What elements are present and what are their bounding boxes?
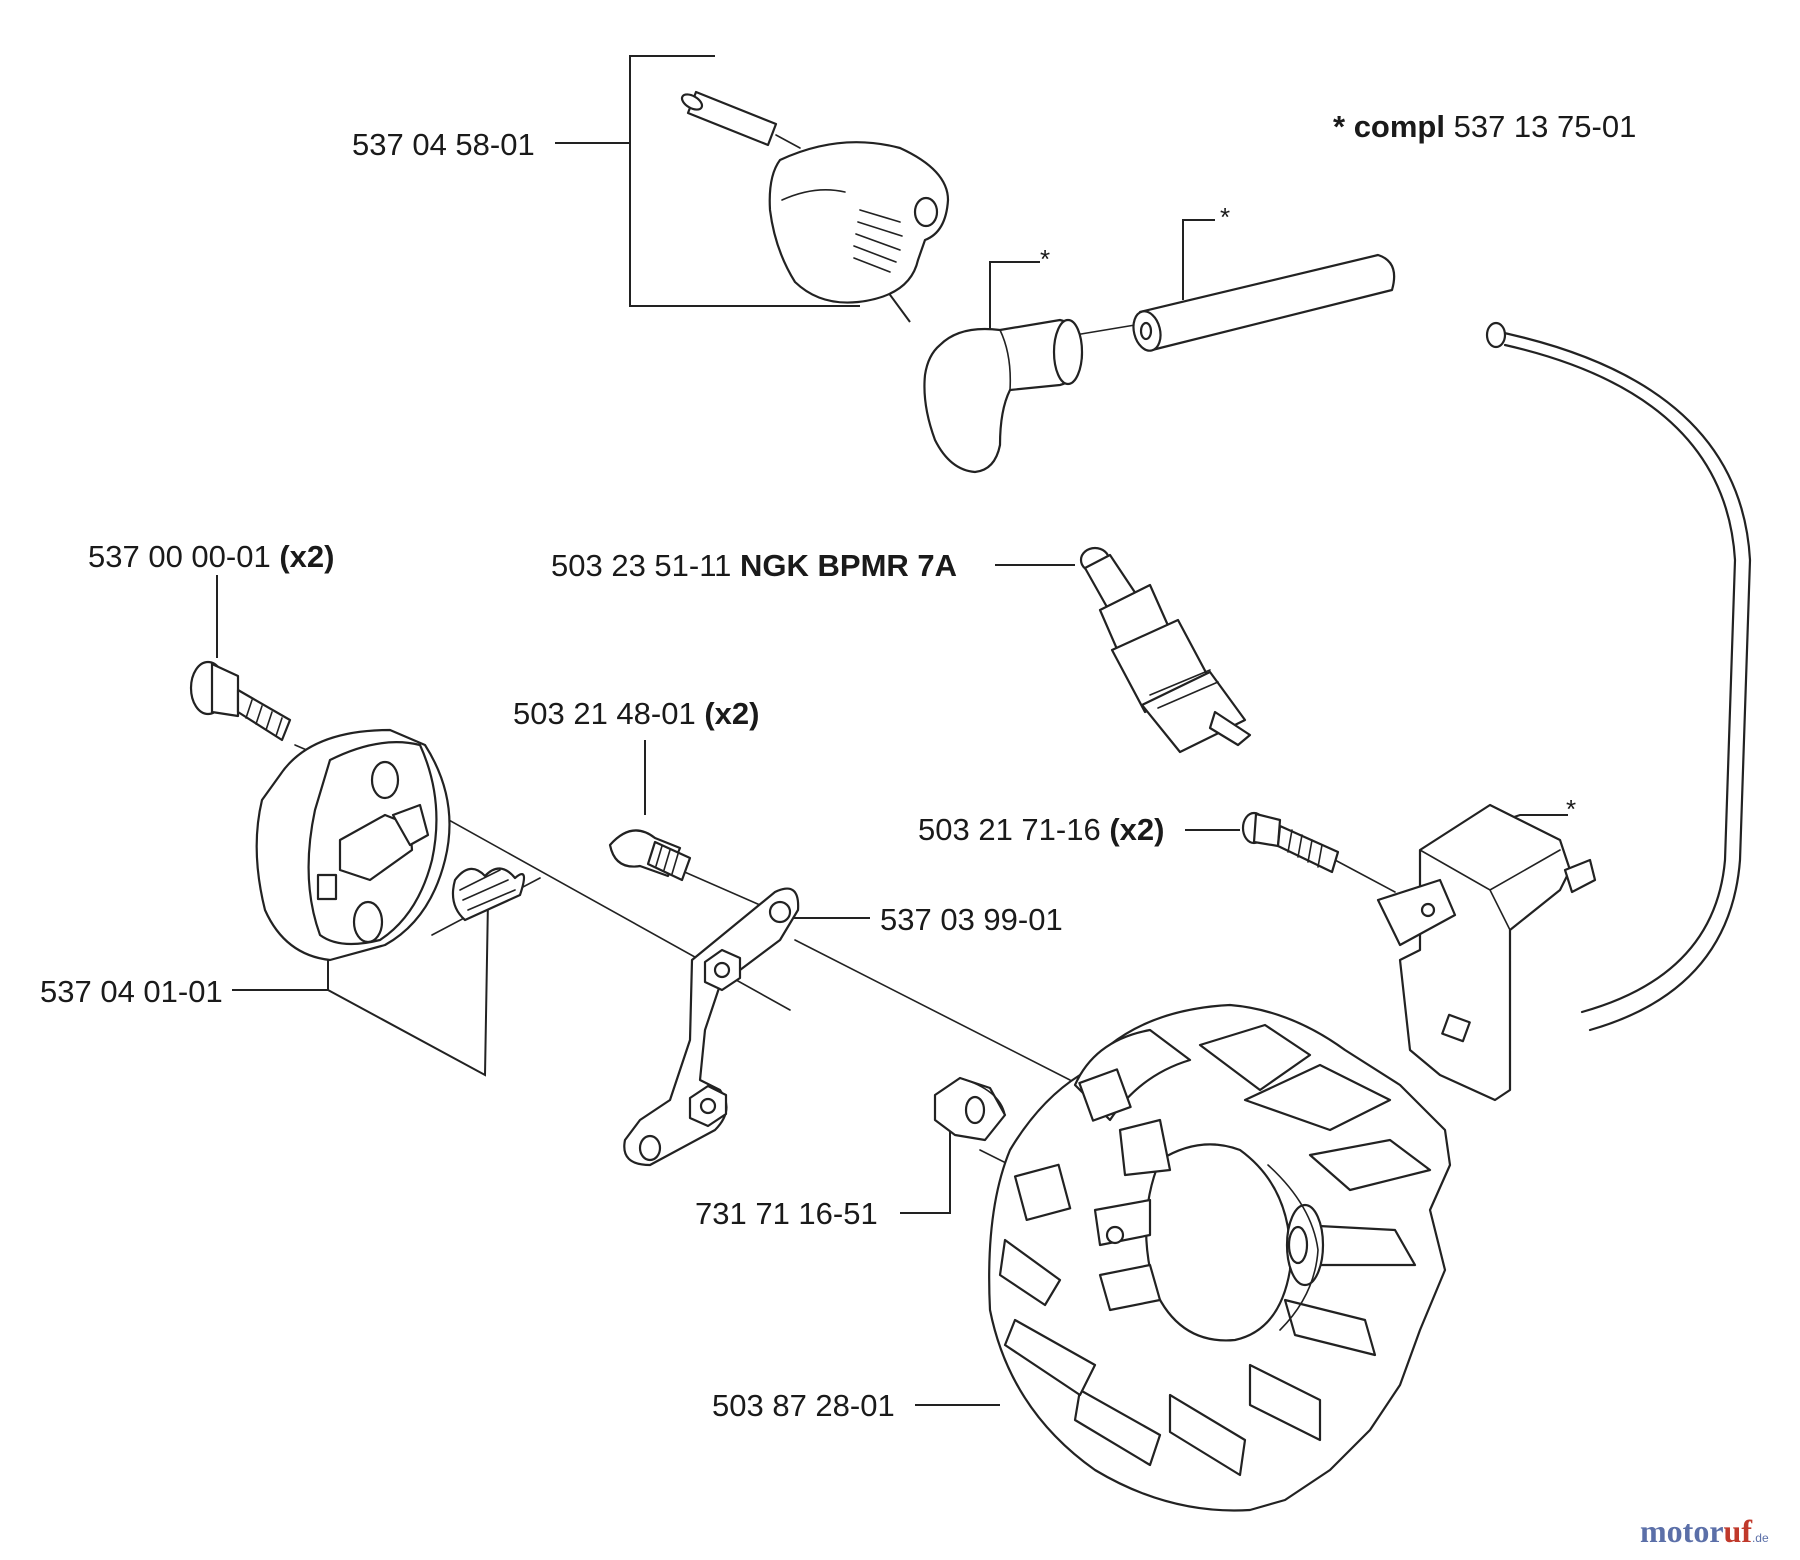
label-compl: * compl 537 13 75-01: [1333, 109, 1636, 144]
label-screw-module: 503 21 71-16 (x2): [918, 812, 1164, 847]
label-nut: 731 71 16-51: [695, 1196, 878, 1231]
spark-plug-icon: [1079, 546, 1252, 754]
ignition-module-icon: [1376, 803, 1597, 1102]
spark-plug-boot-icon: [923, 318, 1084, 474]
leader-lines: [216, 55, 1568, 1406]
ht-wire-icon: [1485, 321, 1752, 1032]
nut-icon: [933, 1076, 1007, 1142]
watermark-logo: motoruf.de: [1640, 1513, 1769, 1549]
label-spark-plug: 503 23 51-11 NGK BPMR 7A: [551, 548, 957, 583]
asterisk-boot: *: [1040, 244, 1050, 274]
asterisk-lead: *: [1220, 202, 1230, 232]
ignition-lead-icon: [1132, 253, 1396, 352]
label-flywheel: 503 87 28-01: [712, 1388, 895, 1423]
screw-icon: [608, 829, 692, 882]
flywheel-icon: [988, 1003, 1452, 1512]
spring-icon: [431, 867, 541, 936]
screw-icon: [189, 660, 292, 742]
label-screw-mid: 503 21 48-01 (x2): [513, 696, 759, 731]
label-screw-top: 537 00 00-01 (x2): [88, 539, 334, 574]
pin-icon: [680, 90, 801, 149]
label-clutch: 537 04 01-01: [40, 974, 223, 1009]
label-lever: 537 03 99-01: [880, 902, 1063, 937]
label-boot-cap: 537 04 58-01: [352, 127, 535, 162]
lever-plate-icon: [623, 887, 800, 1167]
clutch-housing-icon: [255, 728, 451, 962]
boot-cap-icon: [768, 141, 950, 304]
screw-icon: [1241, 811, 1340, 874]
asterisk-module: *: [1566, 794, 1576, 824]
